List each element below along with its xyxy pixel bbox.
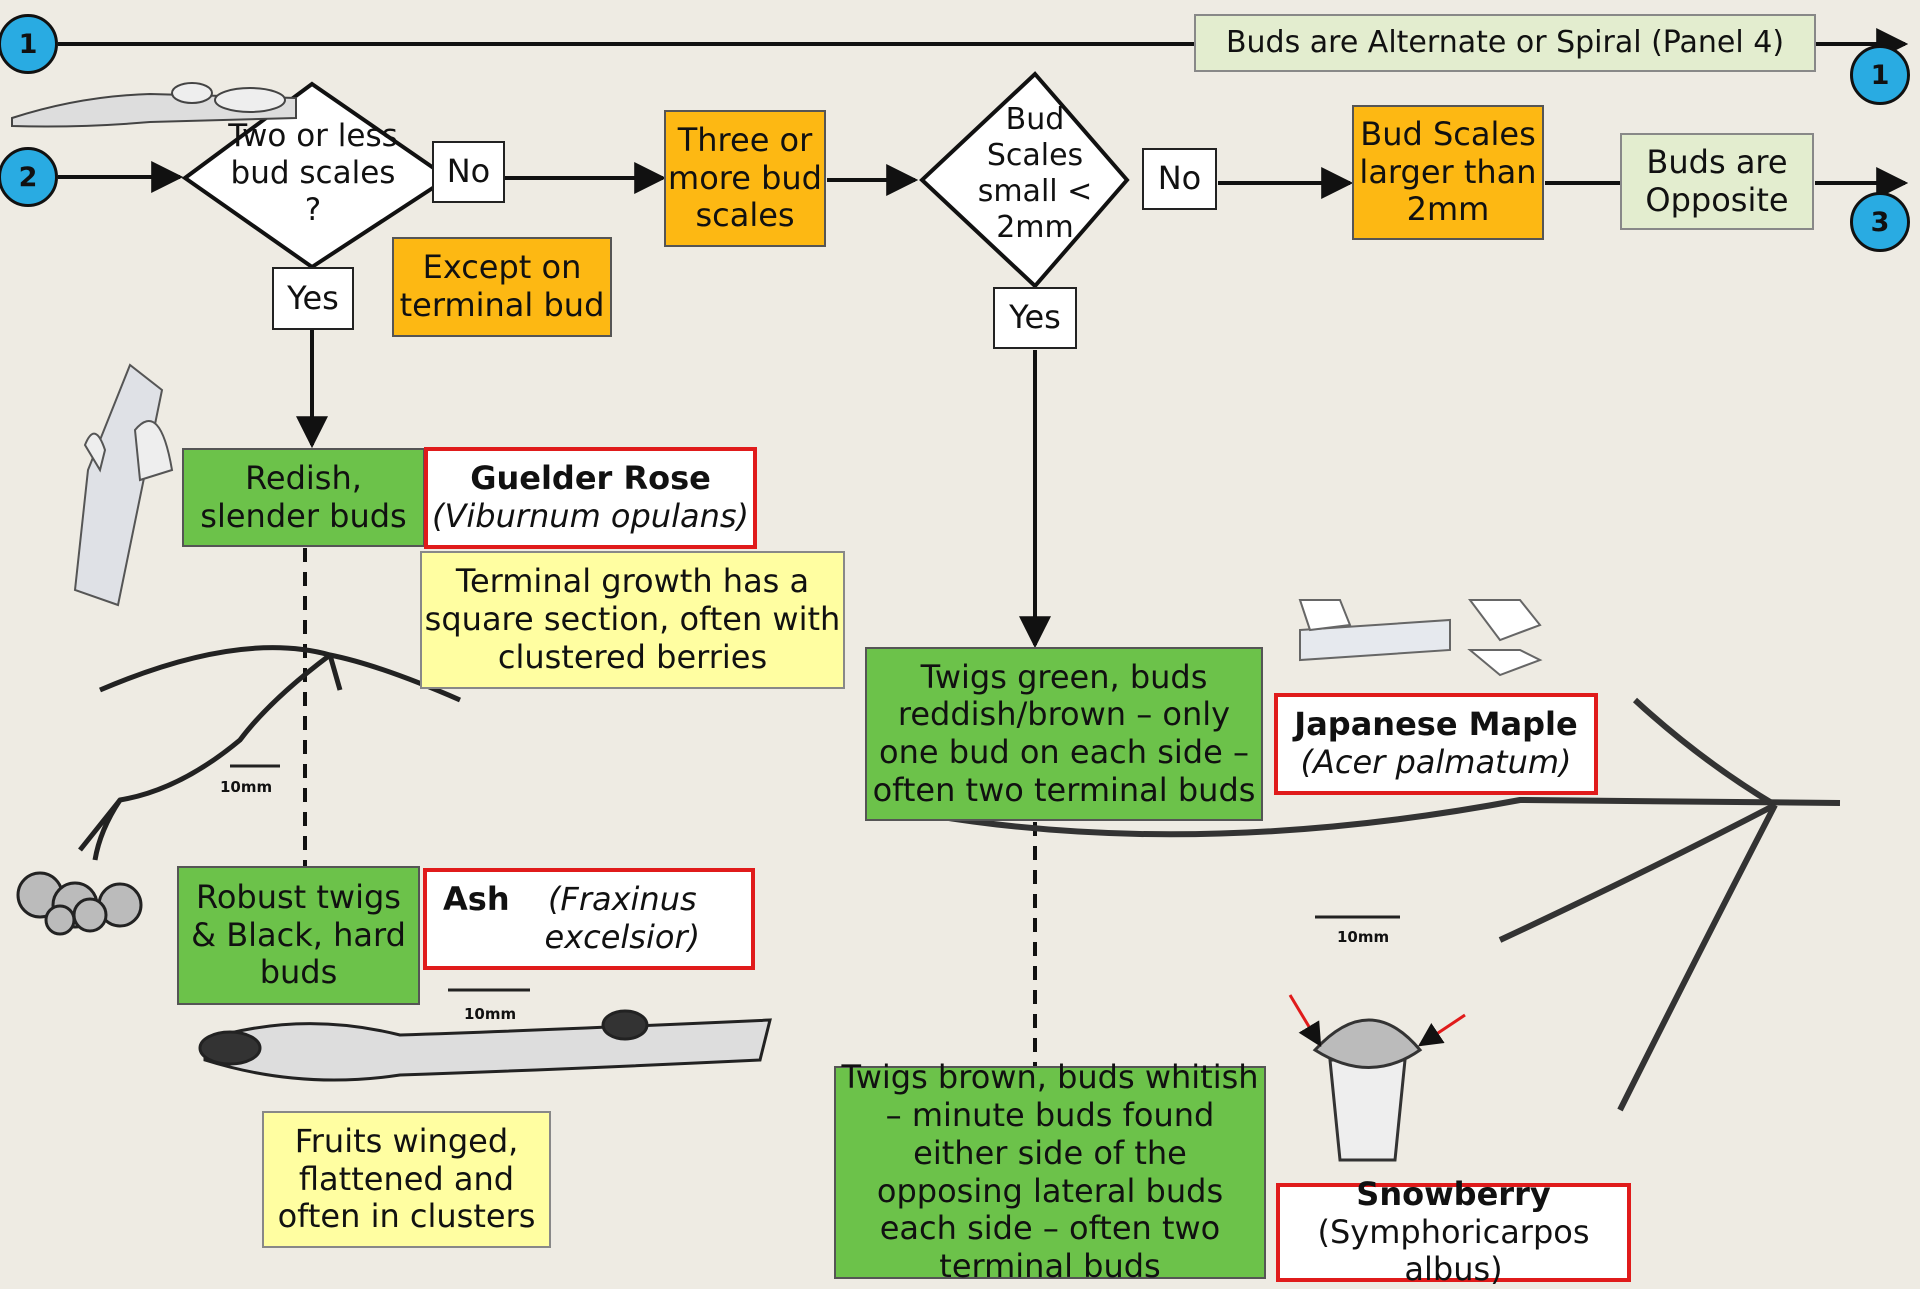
guelder-bud-illustration: [73, 363, 174, 607]
question-bud-scales-small: Bud Scales small < 2mm: [977, 102, 1093, 245]
species-latin-name: (Symphoricarpos albus): [1317, 1212, 1590, 1289]
no-label-2: No: [1142, 148, 1217, 210]
guelder-berries: [16, 871, 143, 936]
connector-1-right: 1: [1850, 45, 1910, 105]
japanese-maple-bud-illustration: [1298, 599, 1543, 677]
twigs-green-box: Twigs green, buds reddish/brown – only o…: [865, 647, 1263, 821]
species-japanese-maple: Japanese Maple (Acer palmatum): [1274, 693, 1598, 795]
guelder-twig-illustration: [78, 645, 462, 861]
species-latin-name: (Fraxinus excelsior): [544, 880, 701, 956]
connector-1-left: 1: [0, 14, 58, 74]
yes-label-2: Yes: [993, 287, 1077, 349]
scale-label-guelder: 10mm: [220, 778, 273, 796]
top-bud-illustration: [11, 82, 297, 128]
scale-label-ash: 10mm: [464, 1005, 517, 1023]
scale-bars: [230, 764, 1400, 992]
yes-label-1: Yes: [272, 267, 354, 330]
species-ash: Ash (Fraxinus excelsior): [423, 868, 755, 970]
question-two-or-less-scales: Two or less bud scales ?: [228, 118, 398, 229]
species-common-name: Japanese Maple: [1294, 705, 1578, 744]
species-guelder-rose: Guelder Rose (Viburnum opulans): [424, 447, 757, 549]
japanese-maple-twig-illustration: [929, 697, 1841, 1112]
except-terminal-bud-box: Except on terminal bud: [392, 237, 612, 337]
bud-scales-larger-box: Bud Scales larger than 2mm: [1352, 105, 1544, 240]
snowberry-bud-illustration: [1312, 1018, 1423, 1162]
species-common-name: Guelder Rose: [470, 459, 711, 498]
species-latin-name: (Acer palmatum): [1300, 743, 1572, 781]
species-common-name: Snowberry: [1356, 1174, 1551, 1213]
species-latin-name: (Viburnum opulans): [431, 497, 750, 535]
no-label-1: No: [432, 141, 505, 203]
redish-slender-buds-box: Redish, slender buds: [182, 448, 425, 547]
three-or-more-scales-box: Three or more bud scales: [664, 110, 826, 247]
ash-twig-illustration: [198, 1009, 772, 1082]
twigs-brown-box: Twigs brown, buds whitish – minute buds …: [834, 1058, 1266, 1285]
buds-opposite-box: Buds are Opposite: [1620, 133, 1814, 230]
species-common-name: Ash: [443, 880, 510, 919]
fruits-winged-note: Fruits winged, flattened and often in cl…: [262, 1111, 551, 1248]
species-snowberry: Snowberry (Symphoricarpos albus): [1276, 1175, 1631, 1288]
robust-twigs-box: Robust twigs & Black, hard buds: [177, 866, 420, 1005]
scale-label-maple: 10mm: [1337, 928, 1390, 946]
terminal-growth-note: Terminal growth has a square section, of…: [420, 551, 845, 689]
decision-diamond-2: [919, 71, 1130, 289]
connector-2-left: 2: [0, 147, 58, 207]
snowberry-arrows: [1288, 994, 1466, 1048]
alternate-spiral-box: Buds are Alternate or Spiral (Panel 4): [1194, 14, 1816, 72]
connector-3-right: 3: [1850, 192, 1910, 252]
